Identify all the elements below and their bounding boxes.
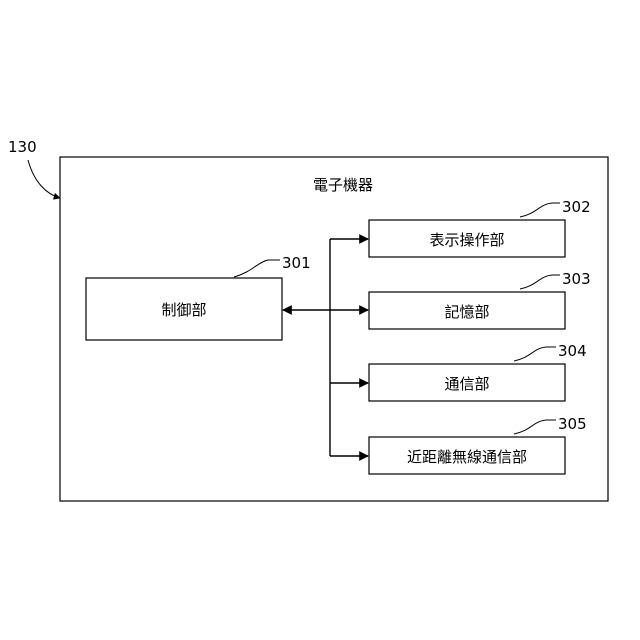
ref-303: 303: [562, 270, 591, 288]
unit-label-304: 通信部: [444, 375, 489, 393]
ref-302: 302: [562, 198, 591, 216]
leader-130: [28, 160, 60, 198]
unit-label-302: 表示操作部: [429, 231, 504, 249]
ref-304: 304: [558, 342, 587, 360]
unit-label-303: 記憶部: [444, 303, 489, 321]
ref-130: 130: [8, 138, 37, 156]
ref-305: 305: [558, 415, 587, 433]
control-label: 制御部: [161, 301, 206, 319]
ref-301: 301: [282, 254, 311, 272]
device-title: 電子機器: [313, 176, 373, 194]
unit-label-305: 近距離無線通信部: [407, 448, 527, 466]
